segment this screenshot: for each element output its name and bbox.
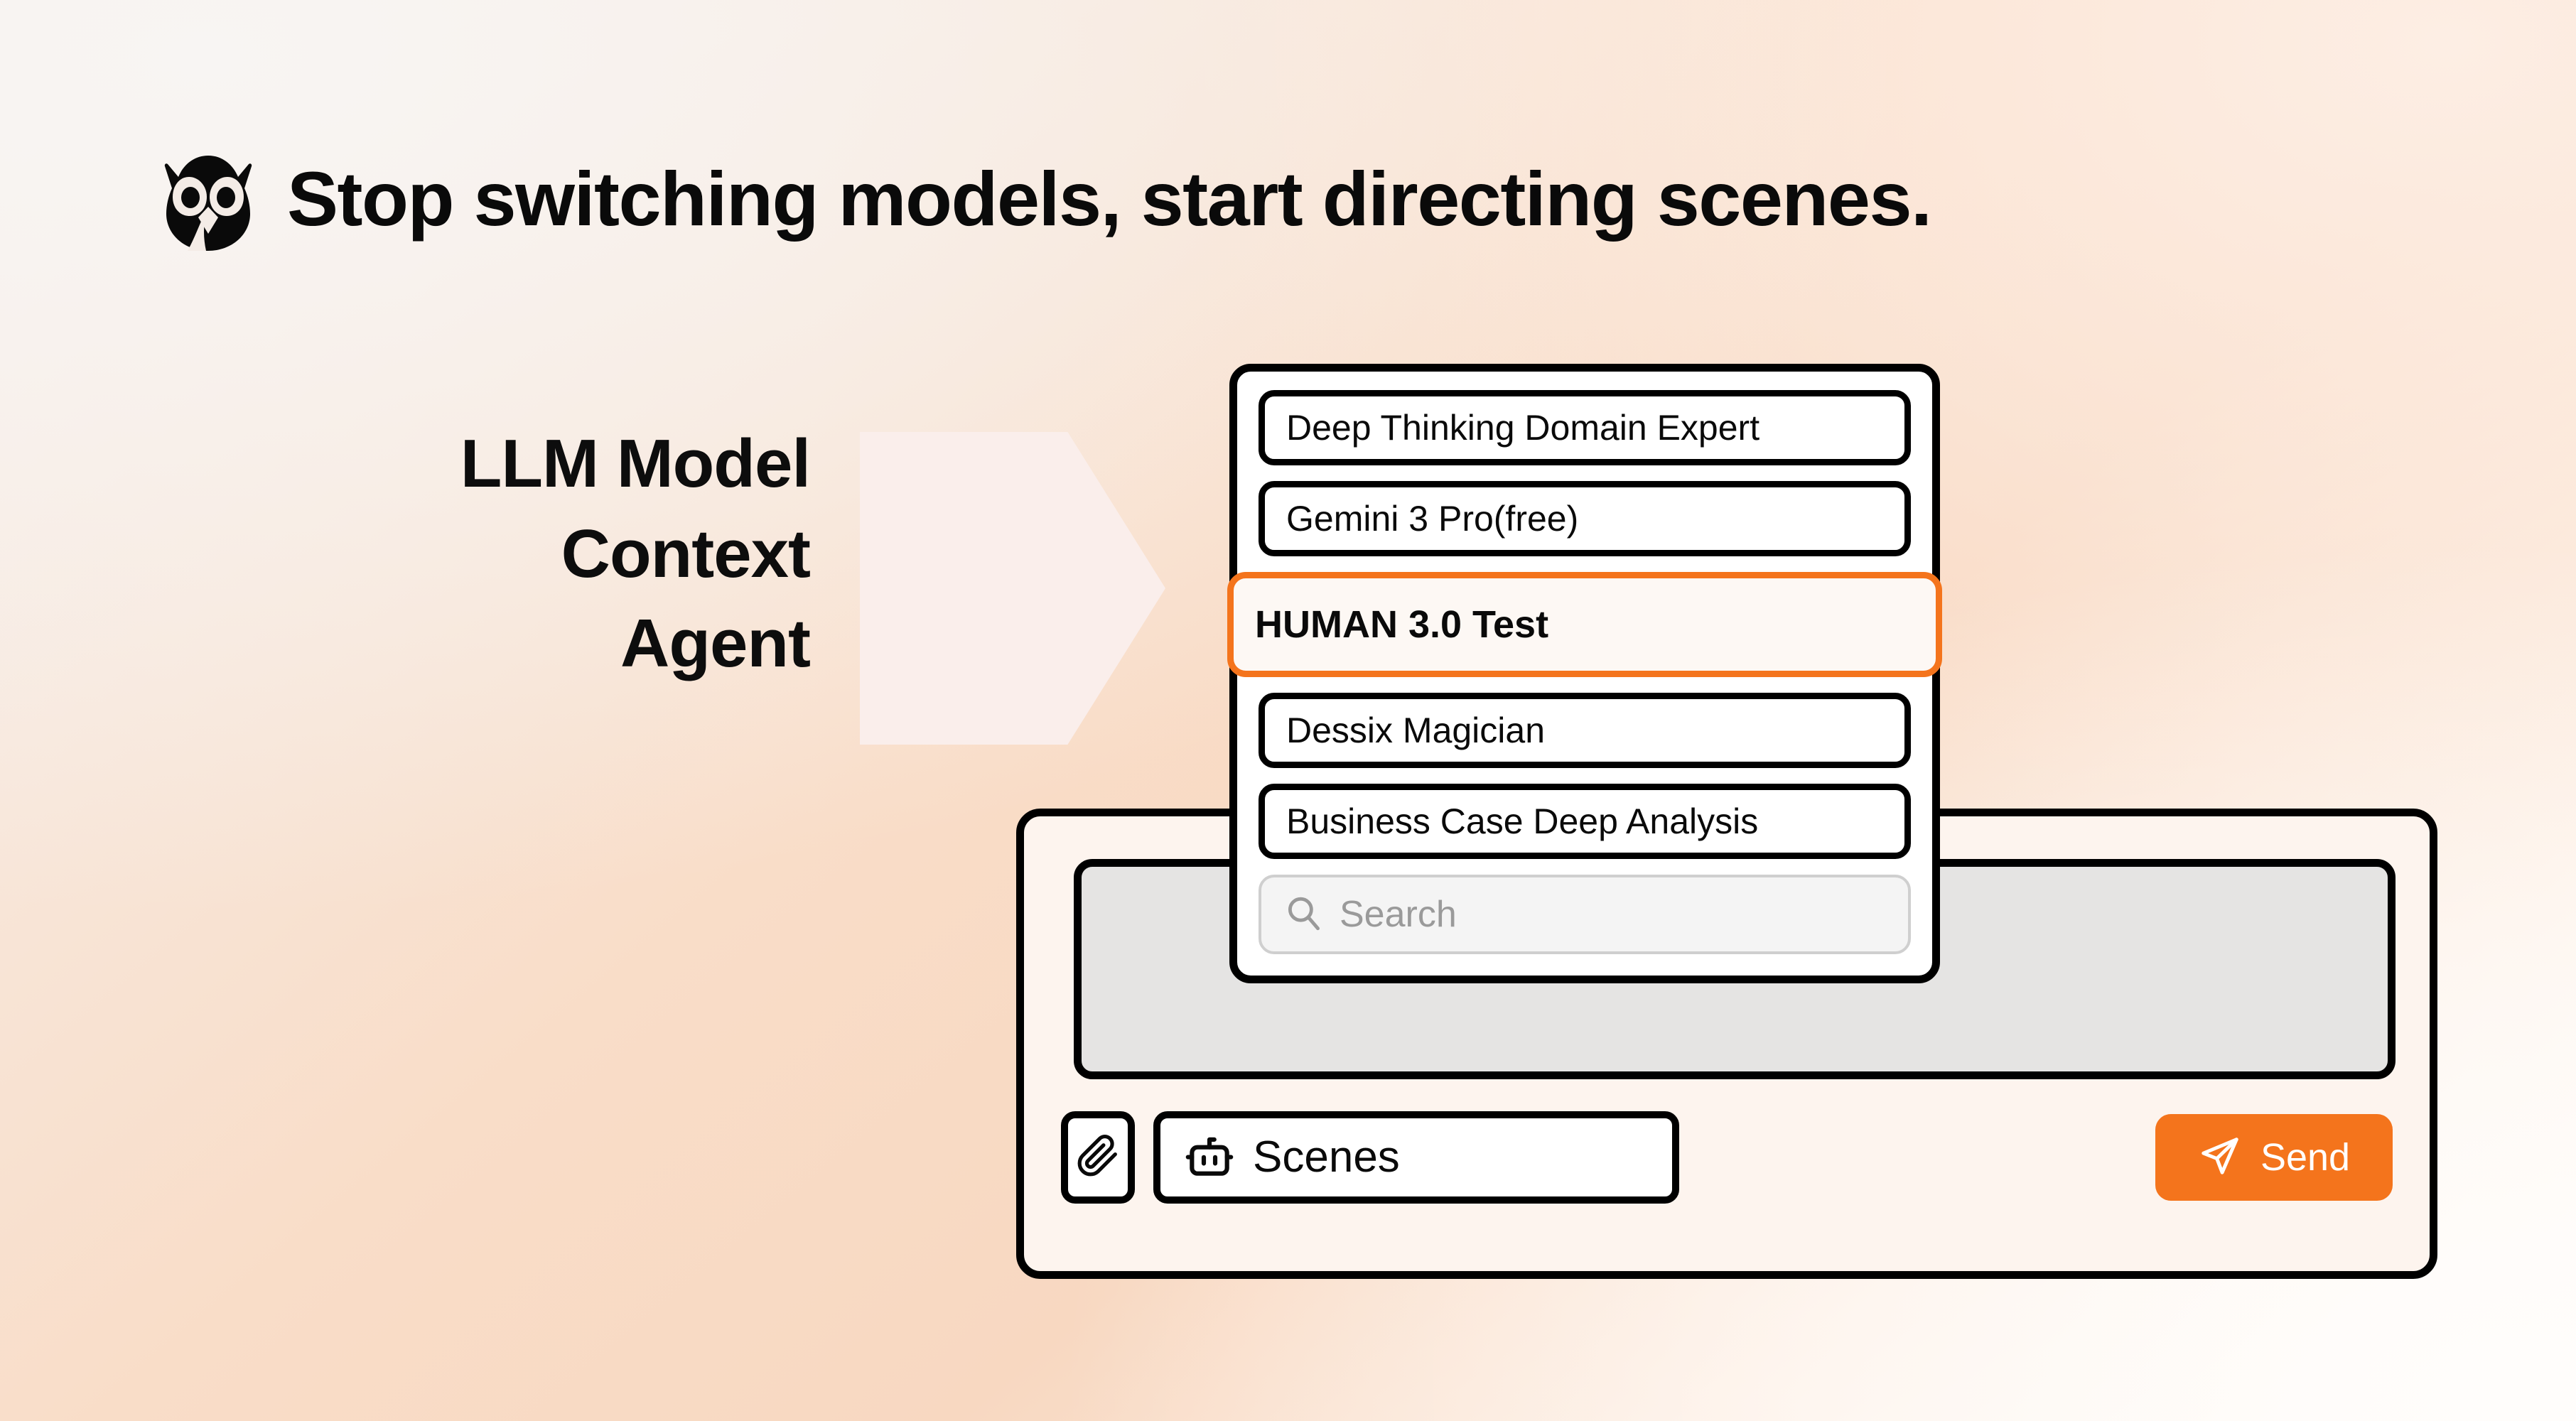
search-placeholder: Search [1340, 894, 1457, 935]
model-option-deep-thinking-domain-expert[interactable]: Deep Thinking Domain Expert [1259, 390, 1911, 465]
model-option-human-3-0-test[interactable]: HUMAN 3.0 Test [1227, 572, 1942, 677]
model-dropdown: Deep Thinking Domain Expert Gemini 3 Pro… [1227, 364, 1942, 983]
stack-label-line-2: Context [561, 515, 811, 592]
page-title: Stop switching models, start directing s… [287, 156, 1932, 242]
stack-label-line-1: LLM Model [460, 426, 811, 502]
scenes-button[interactable]: Scenes [1153, 1111, 1679, 1204]
model-option-gemini-3-pro[interactable]: Gemini 3 Pro(free) [1259, 481, 1911, 556]
stack-label-line-3: Agent [620, 605, 811, 682]
owl-icon [162, 146, 254, 252]
send-plane-icon [2198, 1134, 2242, 1182]
model-option-business-case-deep-analysis[interactable]: Business Case Deep Analysis [1259, 784, 1911, 859]
chat-toolbar: Scenes Send [1061, 1111, 2393, 1204]
header: Stop switching models, start directing s… [162, 146, 1932, 252]
send-button[interactable]: Send [2155, 1114, 2393, 1201]
robot-icon [1183, 1130, 1236, 1186]
stack-label: LLM Model Context Agent [213, 419, 811, 689]
send-label: Send [2260, 1136, 2351, 1179]
attach-button[interactable] [1061, 1111, 1135, 1204]
scenes-label: Scenes [1253, 1133, 1400, 1182]
search-icon [1283, 892, 1324, 937]
paperclip-icon [1076, 1134, 1120, 1182]
search-field[interactable]: Search [1259, 875, 1911, 954]
model-option-dessix-magician[interactable]: Dessix Magician [1259, 693, 1911, 768]
